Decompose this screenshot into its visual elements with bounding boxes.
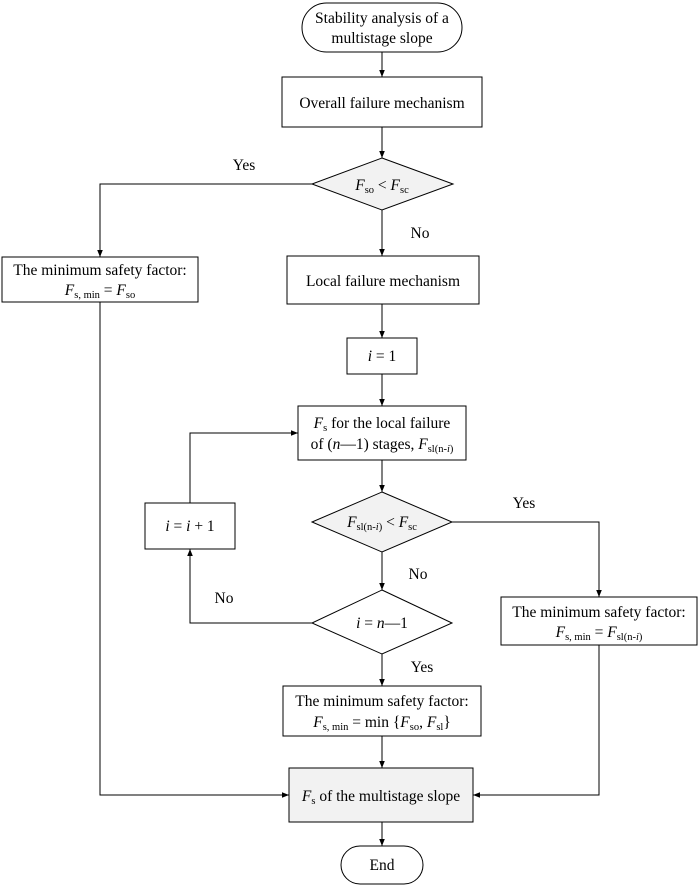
increment-i-text: i = i + 1 <box>165 518 214 535</box>
end-label: End <box>370 857 395 874</box>
min-mid-line1: The minimum safety factor: <box>295 693 468 710</box>
min-left-line2: Fs, min = Fso <box>64 282 135 301</box>
label-d1-no: No <box>411 225 430 242</box>
edges <box>97 52 602 846</box>
increment-i-node: i = i + 1 <box>144 502 236 550</box>
decision-fso-fsc: Fso < Fsc <box>310 157 455 211</box>
label-d2-yes: Yes <box>513 495 536 512</box>
label-d2-no: No <box>409 566 428 583</box>
edge-increment-fslocal <box>189 430 298 503</box>
label-d3-yes: Yes <box>411 659 434 676</box>
end-node: End <box>340 845 424 885</box>
decision1-text: Fso < Fsc <box>354 177 409 196</box>
decision2-text: Fsl(n-i) < Fsc <box>346 514 417 533</box>
min-right-line1: The minimum safety factor: <box>512 604 685 621</box>
min-mid-line2: Fs, min = min {Fso, Fsl} <box>312 714 451 733</box>
min-safety-left-node: The minimum safety factor: Fs, min = Fso <box>1 256 199 303</box>
fs-local-line1: Fs for the local failure <box>313 415 451 434</box>
min-left-line1: The minimum safety factor: <box>13 262 186 279</box>
fs-local-node: Fs for the local failure of (n—1) stages… <box>297 405 467 461</box>
local-failure-label: Local failure mechanism <box>306 273 460 290</box>
fs-local-line2: of (n—1) stages, Fsl(n-i) <box>311 436 454 455</box>
edge-decision3-no <box>187 549 312 624</box>
decision3-text: i = n—1 <box>356 615 408 632</box>
edge-decision2-yes <box>452 521 602 597</box>
start-node: Stability analysis of a multistage slope <box>301 2 463 53</box>
start-line2: multistage slope <box>331 30 432 47</box>
decision-fsl-fsc: Fsl(n-i) < Fsc <box>310 491 454 553</box>
label-d1-yes: Yes <box>233 157 256 174</box>
result-text: Fs of the multistage slope <box>301 788 460 807</box>
min-safety-right-node: The minimum safety factor: Fs, min = Fsl… <box>500 596 698 646</box>
init-i-node: i = 1 <box>346 337 418 375</box>
result-node: Fs of the multistage slope <box>288 767 474 823</box>
min-right-line2: Fs, min = Fsl(n-i) <box>555 624 643 643</box>
local-failure-node: Local failure mechanism <box>286 255 480 305</box>
min-safety-mid-node: The minimum safety factor: Fs, min = min… <box>282 685 482 737</box>
edge-minleft-result <box>99 302 289 798</box>
edge-minright-result <box>473 645 600 798</box>
label-d3-no: No <box>215 590 234 607</box>
edge-decision1-yes <box>97 183 312 257</box>
start-line1: Stability analysis of a <box>315 10 449 27</box>
overall-failure-label: Overall failure mechanism <box>299 95 464 112</box>
decision-i-eq-n-1: i = n—1 <box>310 589 454 655</box>
overall-failure-node: Overall failure mechanism <box>281 76 483 128</box>
init-i-text: i = 1 <box>368 348 397 365</box>
